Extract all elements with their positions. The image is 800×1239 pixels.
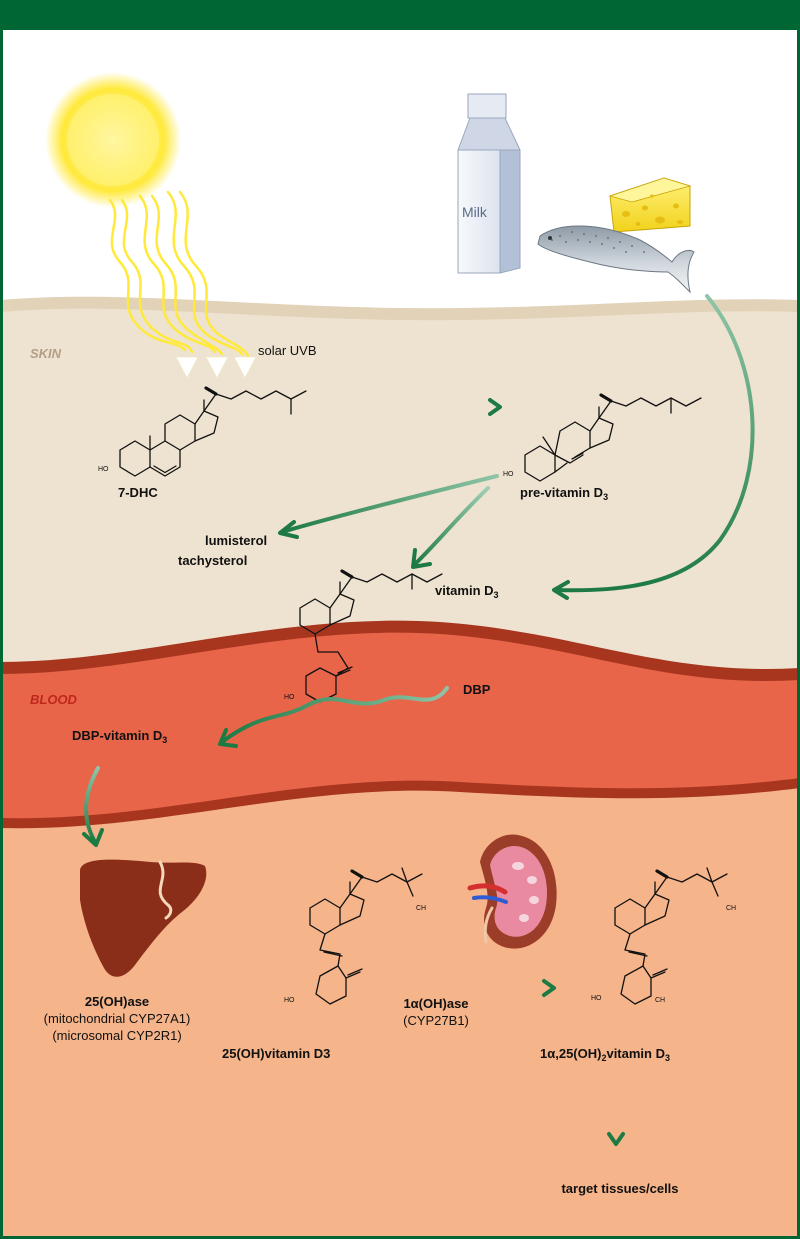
label-vitamin-d3: vitamin D3	[435, 583, 499, 600]
milk-label: Milk	[462, 204, 488, 220]
label-tachysterol: tachysterol	[178, 553, 247, 568]
calcitriol-ch-label-2: CH	[655, 997, 665, 1004]
calcitriol-ch-label: CH	[726, 905, 736, 912]
fish-icon	[537, 225, 695, 294]
label-cyp27a1: (mitochondrial CYP27A1)	[44, 1011, 191, 1026]
label-1a-oh-ase: 1α(OH)ase	[403, 996, 468, 1011]
molecule-vitamin-d3: HO	[284, 569, 443, 703]
arrow-dbp-binding	[220, 686, 449, 744]
label-cyp27b1: (CYP27B1)	[403, 1013, 469, 1028]
arrow-to-lumisterol	[280, 474, 499, 534]
arrow-blood-to-liver	[84, 766, 100, 844]
label-7-dhc: 7-DHC	[118, 485, 158, 500]
arrow-diet-to-vitamin-d3	[554, 294, 755, 593]
label-calcitriol: 1α,25(OH)2vitamin D3	[540, 1046, 670, 1063]
liver-icon	[80, 859, 207, 977]
arrow-previtamin-to-vitamin-d3	[412, 486, 490, 567]
label-target-tissues: target tissues/cells	[561, 1181, 678, 1196]
dhc-ho-label: HO	[98, 466, 109, 473]
cheese-icon	[608, 177, 692, 233]
label-cyp2r1: (microsomal CYP2R1)	[52, 1028, 181, 1043]
label-pre-vitamin-d3: pre-vitamin D3	[520, 485, 608, 502]
solar-uvb-label: solar UVB	[258, 343, 317, 358]
label-lumisterol: lumisterol	[205, 533, 267, 548]
molecule-25-oh-vitamin-d3: CH HO	[284, 867, 426, 1005]
zone-label-blood: BLOOD	[30, 692, 78, 707]
molecule-7-dhc: HO	[98, 386, 307, 477]
milk-carton-icon: Milk	[457, 93, 521, 274]
uvb-rays	[108, 190, 250, 358]
molecule-pre-vitamin-d3: HO	[503, 393, 702, 482]
label-dbp-vitamin-d3: DBP-vitamin D3	[72, 728, 167, 745]
previtamin-ho-label: HO	[503, 471, 514, 478]
sun-icon	[45, 72, 181, 208]
label-25-oh-vitamin-d3: 25(OH)vitamin D3	[222, 1046, 330, 1061]
tissue-layer	[0, 788, 800, 1239]
label-dbp: DBP	[463, 682, 491, 697]
zone-label-skin: SKIN	[30, 346, 62, 361]
molecule-calcitriol: CH HO CH	[591, 867, 736, 1005]
label-25-oh-ase: 25(OH)ase	[85, 994, 149, 1009]
oh-vitamin-ho-label: HO	[284, 997, 295, 1004]
frame-top-bar	[0, 0, 800, 30]
vitamin-d3-ho-label: HO	[284, 694, 295, 701]
pathway-arrows	[82, 294, 755, 1146]
oh-vitamin-ch-label: CH	[416, 905, 426, 912]
kidney-icon	[467, 834, 557, 949]
uvb-arrowheads	[175, 356, 257, 379]
calcitriol-ho-label: HO	[591, 995, 602, 1002]
